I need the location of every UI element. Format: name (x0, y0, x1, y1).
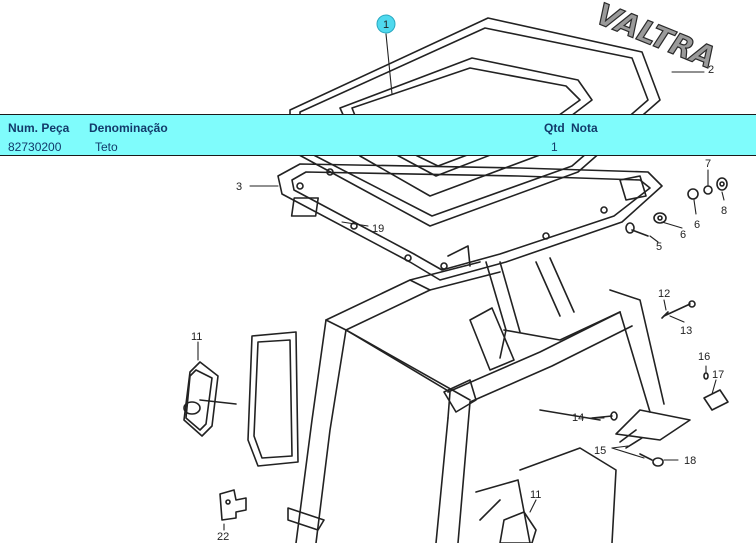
callout-8[interactable]: 8 (721, 205, 727, 217)
callout-14[interactable]: 14 (572, 412, 584, 424)
svg-text:1: 1 (383, 19, 389, 31)
callout-1[interactable]: 1 (376, 14, 396, 34)
valtra-logo-part[interactable]: VALTRA (590, 0, 721, 77)
callout-12[interactable]: 12 (658, 288, 670, 300)
washer-6-lower[interactable] (653, 212, 667, 224)
mirror-left-part[interactable] (183, 361, 237, 437)
leader-lines (197, 33, 725, 531)
nut-18[interactable] (652, 457, 664, 467)
bracket-part[interactable] (219, 489, 247, 521)
callout-13[interactable]: 13 (680, 325, 692, 337)
bolt-12-13[interactable] (661, 300, 696, 319)
bolts-15[interactable] (619, 429, 653, 461)
svg-text:VALTRA: VALTRA (591, 0, 720, 76)
header-description: Denominação (89, 121, 168, 135)
callout-6a[interactable]: 6 (680, 229, 686, 241)
washer-6-upper[interactable] (687, 188, 699, 200)
plate-17[interactable] (703, 389, 729, 411)
clip-16[interactable] (703, 372, 709, 380)
seat-outline (475, 447, 617, 543)
callout-17[interactable]: 17 (712, 369, 724, 381)
header-quantity: Qtd (544, 121, 565, 135)
callout-15[interactable]: 15 (594, 445, 606, 457)
row-quantity: 1 (551, 140, 558, 154)
bolt-5[interactable] (625, 222, 649, 237)
callout-22[interactable]: 22 (217, 531, 229, 543)
callout-6b[interactable]: 6 (694, 219, 700, 231)
cab-door (247, 331, 299, 467)
mirror-right-part[interactable] (499, 511, 537, 543)
header-part-number: Num. Peça (8, 121, 70, 135)
callout-7[interactable]: 7 (705, 158, 711, 170)
callout-16[interactable]: 16 (698, 351, 710, 363)
cab-frame (287, 257, 691, 543)
callout-18[interactable]: 18 (684, 455, 696, 467)
callout-3[interactable]: 3 (236, 181, 242, 193)
callout-11b[interactable]: 11 (530, 489, 541, 501)
row-part-number[interactable]: 82730200 (8, 140, 62, 154)
washer-7[interactable] (703, 185, 713, 195)
roof-liner-part[interactable] (277, 163, 663, 281)
row-description[interactable]: Teto (95, 140, 118, 154)
header-note: Nota (571, 121, 598, 135)
callout-2[interactable]: 2 (708, 64, 714, 76)
callout-19[interactable]: 19 (372, 223, 384, 235)
parts-info-panel: Num. Peça Denominação Qtd Nota 82730200 … (0, 114, 756, 156)
callout-11a[interactable]: 11 (191, 331, 202, 343)
nut-8[interactable] (716, 177, 728, 191)
callout-5[interactable]: 5 (656, 241, 662, 253)
